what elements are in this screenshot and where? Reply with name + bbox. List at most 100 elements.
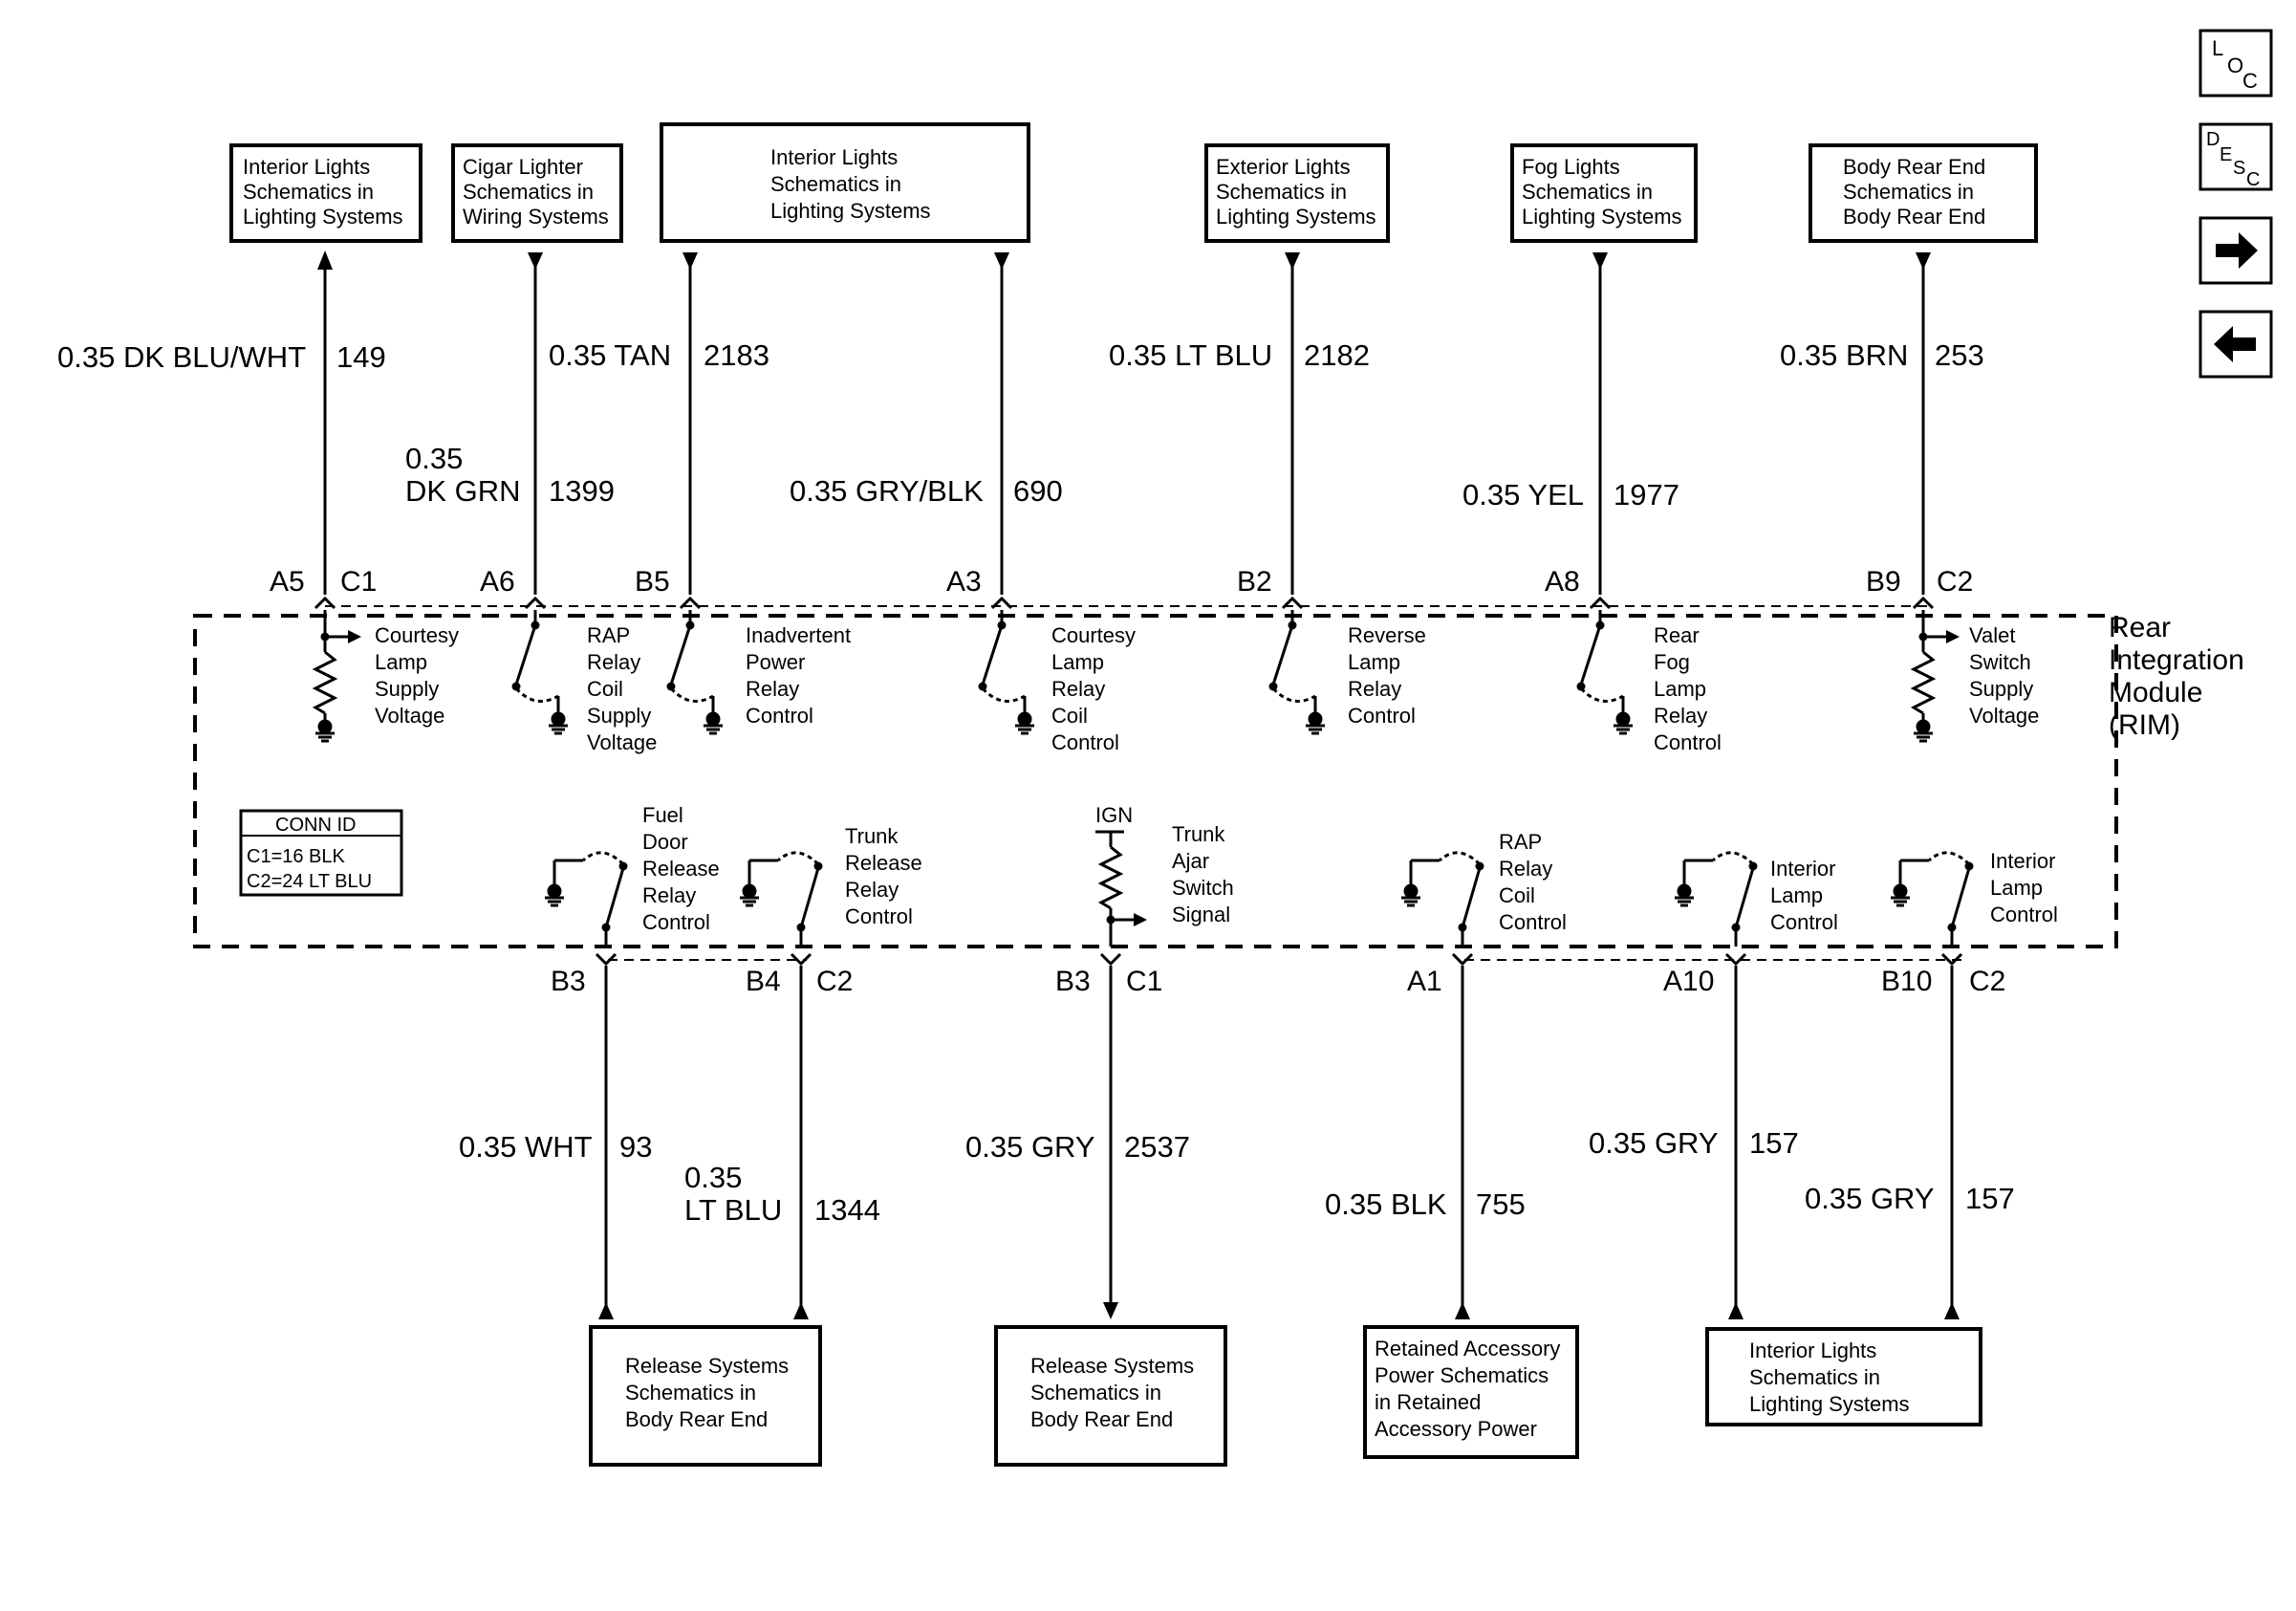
function-label: Coil xyxy=(1051,704,1088,728)
wire-color-label: 0.35 YEL xyxy=(1462,478,1584,512)
top-box-fog-lights[interactable]: Fog Lights Schematics in Lighting System… xyxy=(1510,143,1698,243)
bottom-box-release-systems-1[interactable]: Release Systems Schematics in Body Rear … xyxy=(589,1325,822,1467)
top-box-exterior-lights[interactable]: Exterior Lights Schematics in Lighting S… xyxy=(1204,143,1390,243)
function-label: Coil xyxy=(1499,883,1535,907)
wire-circuit-label: 1977 xyxy=(1614,478,1679,512)
function-label: Switch xyxy=(1172,876,1234,900)
reverse-lamp-relay-switch xyxy=(1268,610,1325,735)
wire-2183 xyxy=(682,252,698,595)
function-label: Relay xyxy=(1051,677,1105,701)
bottom-box-release-systems-2[interactable]: Release Systems Schematics in Body Rear … xyxy=(994,1325,1227,1467)
function-label: Interior xyxy=(1770,857,1835,881)
rim-module-outline xyxy=(193,614,2118,948)
function-label: Lamp xyxy=(1990,876,2043,900)
desc-button[interactable]: D E S C xyxy=(2199,122,2273,191)
box-line: in Retained xyxy=(1375,1390,1481,1414)
arrow-right-icon xyxy=(2216,232,2258,269)
pin-label: B2 xyxy=(1237,566,1272,598)
top-box-interior-lights-2[interactable]: Interior Lights Schematics in Lighting S… xyxy=(660,122,1030,243)
wire-circuit-label: 1399 xyxy=(549,474,615,508)
top-box-body-rear-end[interactable]: Body Rear End Schematics in Body Rear En… xyxy=(1809,143,2038,243)
connector-label: C1 xyxy=(340,566,377,598)
function-label: Trunk xyxy=(1172,822,1225,846)
box-line: Schematics in xyxy=(1749,1365,1880,1389)
pin-label: A10 xyxy=(1663,966,1714,997)
box-line: Lighting Systems xyxy=(1522,205,1682,229)
desc-letter-s: S xyxy=(2233,158,2245,179)
box-line: Interior Lights xyxy=(243,155,370,179)
pin-label: B5 xyxy=(635,566,670,598)
box-line: Release Systems xyxy=(1030,1354,1194,1378)
box-line: Schematics in xyxy=(243,180,374,204)
function-label: Inadvertent xyxy=(746,623,851,647)
wire-157-a10 xyxy=(1728,966,1744,1319)
function-label: Switch xyxy=(1969,650,2031,674)
box-line: Schematics in xyxy=(1216,180,1347,204)
connector-label: C2 xyxy=(816,966,853,997)
bottom-pin-labels: B3 B4 C2 B3 C1 A1 A10 B10 C2 xyxy=(551,966,2005,997)
wire-2182 xyxy=(1285,252,1300,595)
wire-157-b10 xyxy=(1944,966,1960,1319)
function-label: Supply xyxy=(587,704,651,728)
function-label: Control xyxy=(1051,730,1119,754)
bottom-box-interior-lights[interactable]: Interior Lights Schematics in Lighting S… xyxy=(1705,1327,1982,1426)
function-label: Lamp xyxy=(1770,883,1823,907)
function-label: Fog xyxy=(1654,650,1690,674)
courtesy-lamp-supply-resistor xyxy=(312,610,361,743)
rap-relay-coil-supply-switch xyxy=(511,610,568,735)
conn-id-line: C2=24 LT BLU xyxy=(247,871,372,892)
function-label: Relay xyxy=(746,677,799,701)
function-label: Relay xyxy=(1348,677,1401,701)
function-label: Lamp xyxy=(1348,650,1400,674)
box-line: Lighting Systems xyxy=(1749,1392,1910,1416)
next-page-button[interactable] xyxy=(2199,216,2273,285)
arrow-left-icon xyxy=(2214,326,2256,362)
interior-lamp-control-switch-b10 xyxy=(1891,851,1974,947)
conn-id-line: C1=16 BLK xyxy=(247,846,346,867)
bottom-wire-labels: 0.35 WHT 93 0.35 LT BLU 1344 0.35 GRY 25… xyxy=(459,1126,2015,1227)
box-line: Interior Lights xyxy=(770,145,898,169)
function-label: Interior xyxy=(1990,849,2055,873)
pin-label: A3 xyxy=(946,566,982,598)
box-line: Retained Accessory xyxy=(1375,1337,1560,1361)
box-line: Schematics in xyxy=(1522,180,1653,204)
box-line: Schematics in xyxy=(625,1381,756,1404)
loc-button[interactable]: L O C xyxy=(2199,29,2273,98)
pin-label: A5 xyxy=(270,566,305,598)
desc-letter-d: D xyxy=(2206,129,2220,150)
wire-2537 xyxy=(1103,966,1118,1319)
trunk-release-relay-switch xyxy=(740,851,823,947)
trunk-ajar-switch-signal-resistor xyxy=(1095,830,1147,947)
top-connector-chevrons xyxy=(314,596,1935,610)
wire-color-label: DK GRN xyxy=(405,474,521,508)
wire-690 xyxy=(994,252,1009,595)
wire-circuit-label: 2183 xyxy=(704,338,769,372)
loc-letter-o: O xyxy=(2227,54,2243,77)
function-label: Relay xyxy=(1654,704,1707,728)
box-line: Power Schematics xyxy=(1375,1363,1549,1387)
top-wire-labels: 0.35 DK BLU/WHT 149 0.35 DK GRN 1399 0.3… xyxy=(57,338,1984,512)
wire-color-label: 0.35 GRY xyxy=(1805,1182,1935,1215)
wire-color-label: 0.35 WHT xyxy=(459,1130,593,1164)
top-box-interior-lights-1[interactable]: Interior Lights Schematics in Lighting S… xyxy=(229,143,422,243)
wire-color-label: 0.35 DK BLU/WHT xyxy=(57,340,306,374)
function-label: Relay xyxy=(845,878,899,902)
inadvertent-power-relay-switch xyxy=(666,610,723,735)
rear-fog-lamp-relay-switch xyxy=(1576,610,1633,735)
wire-circuit-label: 1344 xyxy=(814,1193,880,1227)
courtesy-lamp-relay-coil-switch xyxy=(978,610,1034,735)
wire-color-label: 0.35 BLK xyxy=(1325,1187,1447,1221)
function-label: Voltage xyxy=(375,704,444,728)
bottom-box-retained-accessory-power[interactable]: Retained Accessory Power Schematics in R… xyxy=(1363,1325,1579,1459)
module-label-line: Integration xyxy=(2109,644,2244,676)
pin-label: B9 xyxy=(1866,566,1901,598)
fuel-door-release-relay-switch xyxy=(545,851,628,947)
wire-color-label: 0.35 GRY xyxy=(965,1130,1095,1164)
connector-label: C2 xyxy=(1937,566,1973,598)
previous-page-button[interactable] xyxy=(2199,310,2273,379)
function-label: Voltage xyxy=(587,730,657,754)
pin-label: A8 xyxy=(1545,566,1580,598)
top-box-cigar-lighter[interactable]: Cigar Lighter Schematics in Wiring Syste… xyxy=(451,143,623,243)
function-label: Relay xyxy=(1499,857,1552,881)
ign-label: IGN xyxy=(1095,803,1133,827)
